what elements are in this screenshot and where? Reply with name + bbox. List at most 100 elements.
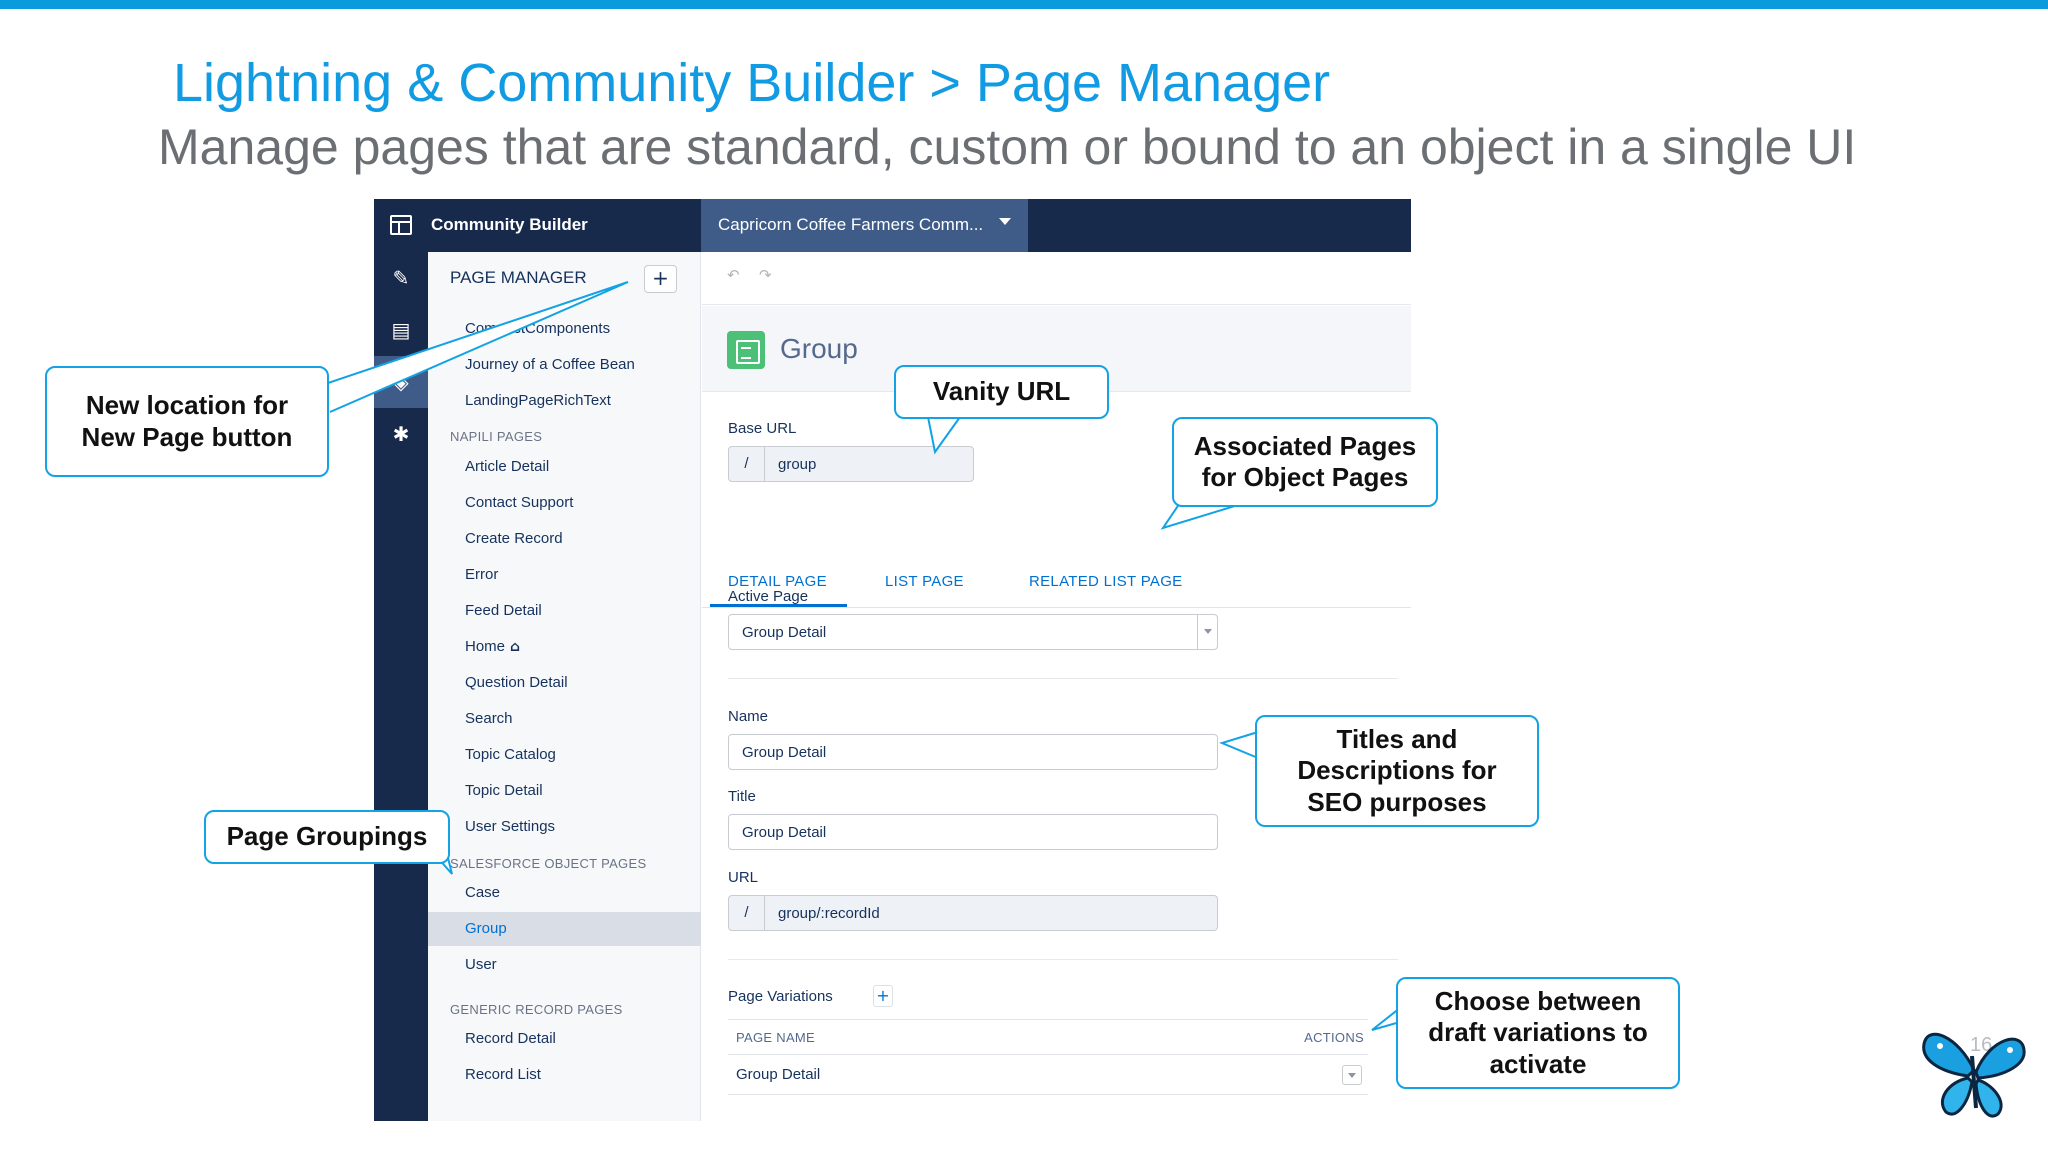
page-variations-title: Page Variations (728, 988, 833, 1005)
tab-list-page[interactable]: LIST PAGE (885, 573, 964, 590)
page-title: Group (780, 333, 858, 364)
callout-page-groupings: Page Groupings (204, 810, 450, 864)
page-type-tabs: DETAIL PAGE LIST PAGE RELATED LIST PAGE (702, 558, 1411, 608)
callout-line: New location for (85, 390, 289, 421)
url-value: group/:recordId (778, 905, 880, 922)
list-item-label: CompactComponents (465, 320, 611, 337)
callout-line: SEO purposes (1307, 786, 1487, 817)
tab-detail-page[interactable]: DETAIL PAGE (728, 573, 827, 590)
name-value: Group Detail (742, 744, 827, 761)
list-item[interactable]: Contact Support (428, 486, 701, 520)
list-item[interactable]: LandingPageRichText (428, 384, 701, 418)
callout-line: activate (1489, 1048, 1587, 1079)
layout-icon[interactable] (390, 215, 412, 235)
active-page-value: Group Detail (742, 624, 827, 641)
base-url-label: Base URL (728, 420, 797, 437)
url-label: URL (728, 869, 759, 886)
brush-icon[interactable]: ✎ (392, 266, 410, 290)
base-url-value: group (778, 456, 817, 473)
list-item-label: Contact Support (465, 494, 574, 511)
list-item-label: Create Record (465, 530, 563, 547)
list-item-label: Question Detail (465, 674, 568, 691)
generic-pages-heading: GENERIC RECORD PAGES (450, 1002, 623, 1017)
url-prefix: / (729, 447, 765, 481)
variations-table-header: PAGE NAME ACTIONS (728, 1019, 1368, 1055)
table-row[interactable]: Group Detail (728, 1055, 1368, 1095)
app-header: Community Builder Capricorn Coffee Farme… (374, 199, 1411, 252)
base-url-field[interactable]: / group (728, 446, 974, 482)
callout-vanity-url: Vanity URL (894, 365, 1109, 419)
title-field[interactable]: Group Detail (728, 814, 1218, 850)
callout-line: Titles and (1336, 724, 1458, 755)
list-item[interactable]: Question Detail (428, 666, 701, 700)
callout-line: New Page button (81, 421, 293, 452)
name-label: Name (728, 708, 769, 725)
list-item-label: Search (465, 710, 513, 727)
callout-line: for Object Pages (1201, 462, 1409, 492)
community-picker[interactable]: Capricorn Coffee Farmers Comm... (701, 199, 1028, 252)
url-prefix: / (729, 896, 765, 930)
list-item-selected[interactable]: Group (428, 912, 701, 946)
list-item[interactable]: CompactComponents (428, 312, 701, 346)
list-item-label: User (465, 956, 497, 973)
list-item[interactable]: User (428, 948, 701, 982)
url-field[interactable]: / group/:recordId (728, 895, 1218, 931)
active-page-select[interactable]: Group Detail (728, 614, 1218, 650)
callout-line: Choose between (1434, 986, 1642, 1017)
list-item-label: Topic Catalog (465, 746, 556, 763)
top-accent-bar (0, 0, 2048, 9)
slide-number: 16 (1970, 1034, 1993, 1056)
group-object-icon (727, 331, 765, 369)
napili-heading: NAPILI PAGES (450, 429, 543, 444)
redo-icon[interactable]: ↷ (759, 266, 772, 284)
chevron-down-icon (1197, 615, 1217, 649)
name-field[interactable]: Group Detail (728, 734, 1218, 770)
list-item[interactable]: Case (428, 876, 701, 910)
object-pages-heading: SALESFORCE OBJECT PAGES (450, 856, 647, 871)
list-item[interactable]: Create Record (428, 522, 701, 556)
list-item[interactable]: Feed Detail (428, 594, 701, 628)
left-rail: ✎ ▤ ◈ ✱ (374, 252, 428, 1121)
list-item-label: Record Detail (465, 1030, 556, 1047)
slide-subtitle: Manage pages that are standard, custom o… (158, 119, 1857, 175)
list-item[interactable]: Record List (428, 1058, 701, 1092)
page-manager-title: PAGE MANAGER (450, 268, 587, 287)
list-item[interactable]: Record Detail (428, 1022, 701, 1056)
add-variation-button[interactable]: + (873, 985, 893, 1007)
community-builder-screenshot: Community Builder Capricorn Coffee Farme… (374, 199, 1411, 1121)
layers-icon[interactable]: ◈ (374, 356, 428, 408)
list-item-label: Feed Detail (465, 602, 542, 619)
list-item[interactable]: Article Detail (428, 450, 701, 484)
butterfly-logo-icon (1922, 1032, 2026, 1118)
list-item[interactable]: Error (428, 558, 701, 592)
list-item-label: Journey of a Coffee Bean (465, 356, 635, 373)
undo-icon[interactable]: ↶ (727, 266, 740, 284)
list-item[interactable]: Journey of a Coffee Bean (428, 348, 701, 382)
list-item-label: Home (465, 638, 506, 655)
page-icon[interactable]: ▤ (391, 318, 411, 342)
callout-line: Vanity URL (932, 376, 1071, 407)
list-item-home[interactable]: Home⌂ (428, 630, 701, 664)
list-item-label: User Settings (465, 818, 556, 835)
new-page-button[interactable]: + (644, 265, 677, 293)
page-name-column-header: PAGE NAME (736, 1030, 816, 1045)
list-item-label: LandingPageRichText (465, 392, 611, 409)
community-name: Capricorn Coffee Farmers Comm... (718, 215, 984, 234)
row-actions-dropdown[interactable] (1342, 1065, 1362, 1085)
app-name: Community Builder (431, 215, 588, 234)
list-item-label: Topic Detail (465, 782, 543, 799)
tab-related-list-page[interactable]: RELATED LIST PAGE (1029, 573, 1183, 590)
list-item[interactable]: Search (428, 702, 701, 736)
divider (728, 678, 1398, 679)
list-item[interactable]: Topic Detail (428, 774, 701, 808)
chevron-down-icon (999, 218, 1011, 225)
list-item[interactable]: Topic Catalog (428, 738, 701, 772)
list-item-label: Error (465, 566, 499, 583)
divider (728, 959, 1398, 960)
list-item[interactable]: User Settings (428, 810, 701, 844)
gear-icon[interactable]: ✱ (392, 422, 410, 446)
